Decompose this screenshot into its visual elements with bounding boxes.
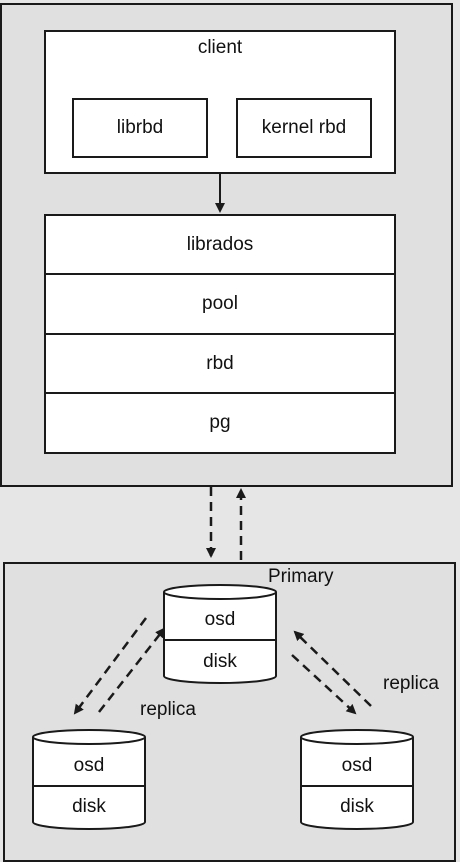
layer-pool-label: pool — [202, 293, 238, 314]
primary-label: Primary — [268, 566, 334, 587]
replica-label-right: replica — [383, 673, 439, 694]
right-osd-node: osd disk — [300, 729, 414, 830]
layer-rbd-label: rbd — [206, 352, 234, 374]
layer-pg: pg — [46, 394, 394, 452]
right-osd-label: osd — [342, 755, 373, 776]
replica-label-left: replica — [140, 699, 196, 720]
kernel-rbd-label: kernel rbd — [261, 117, 347, 138]
layer-pg-label: pg — [209, 412, 231, 433]
replica-left-out-arrow — [73, 617, 148, 715]
kernel-rbd-box: kernel rbd — [236, 98, 372, 158]
client-title: client — [197, 37, 243, 58]
primary-osd-node: osd disk — [163, 584, 277, 684]
right-disk-label: disk — [340, 796, 374, 817]
primary-disk-label: disk — [203, 651, 237, 672]
layer-rbd: rbd — [46, 335, 394, 394]
layer-librados: librados — [46, 216, 394, 275]
layer-pool: pool — [46, 275, 394, 335]
primary-osd-label: osd — [205, 609, 236, 630]
replica-right-out-arrow — [291, 654, 357, 715]
librbd-label: librbd — [116, 117, 164, 138]
replica-right-back-arrow — [293, 630, 372, 707]
left-disk-label: disk — [72, 796, 106, 817]
layer-librados-label: librados — [186, 233, 254, 255]
layer-stack: librados pool rbd pg — [44, 214, 396, 454]
librbd-box: librbd — [72, 98, 208, 158]
left-osd-node: osd disk — [32, 729, 146, 830]
replica-left-back-arrow — [98, 627, 166, 713]
left-osd-label: osd — [74, 755, 105, 776]
client-box: client librbd kernel rbd — [44, 30, 396, 174]
